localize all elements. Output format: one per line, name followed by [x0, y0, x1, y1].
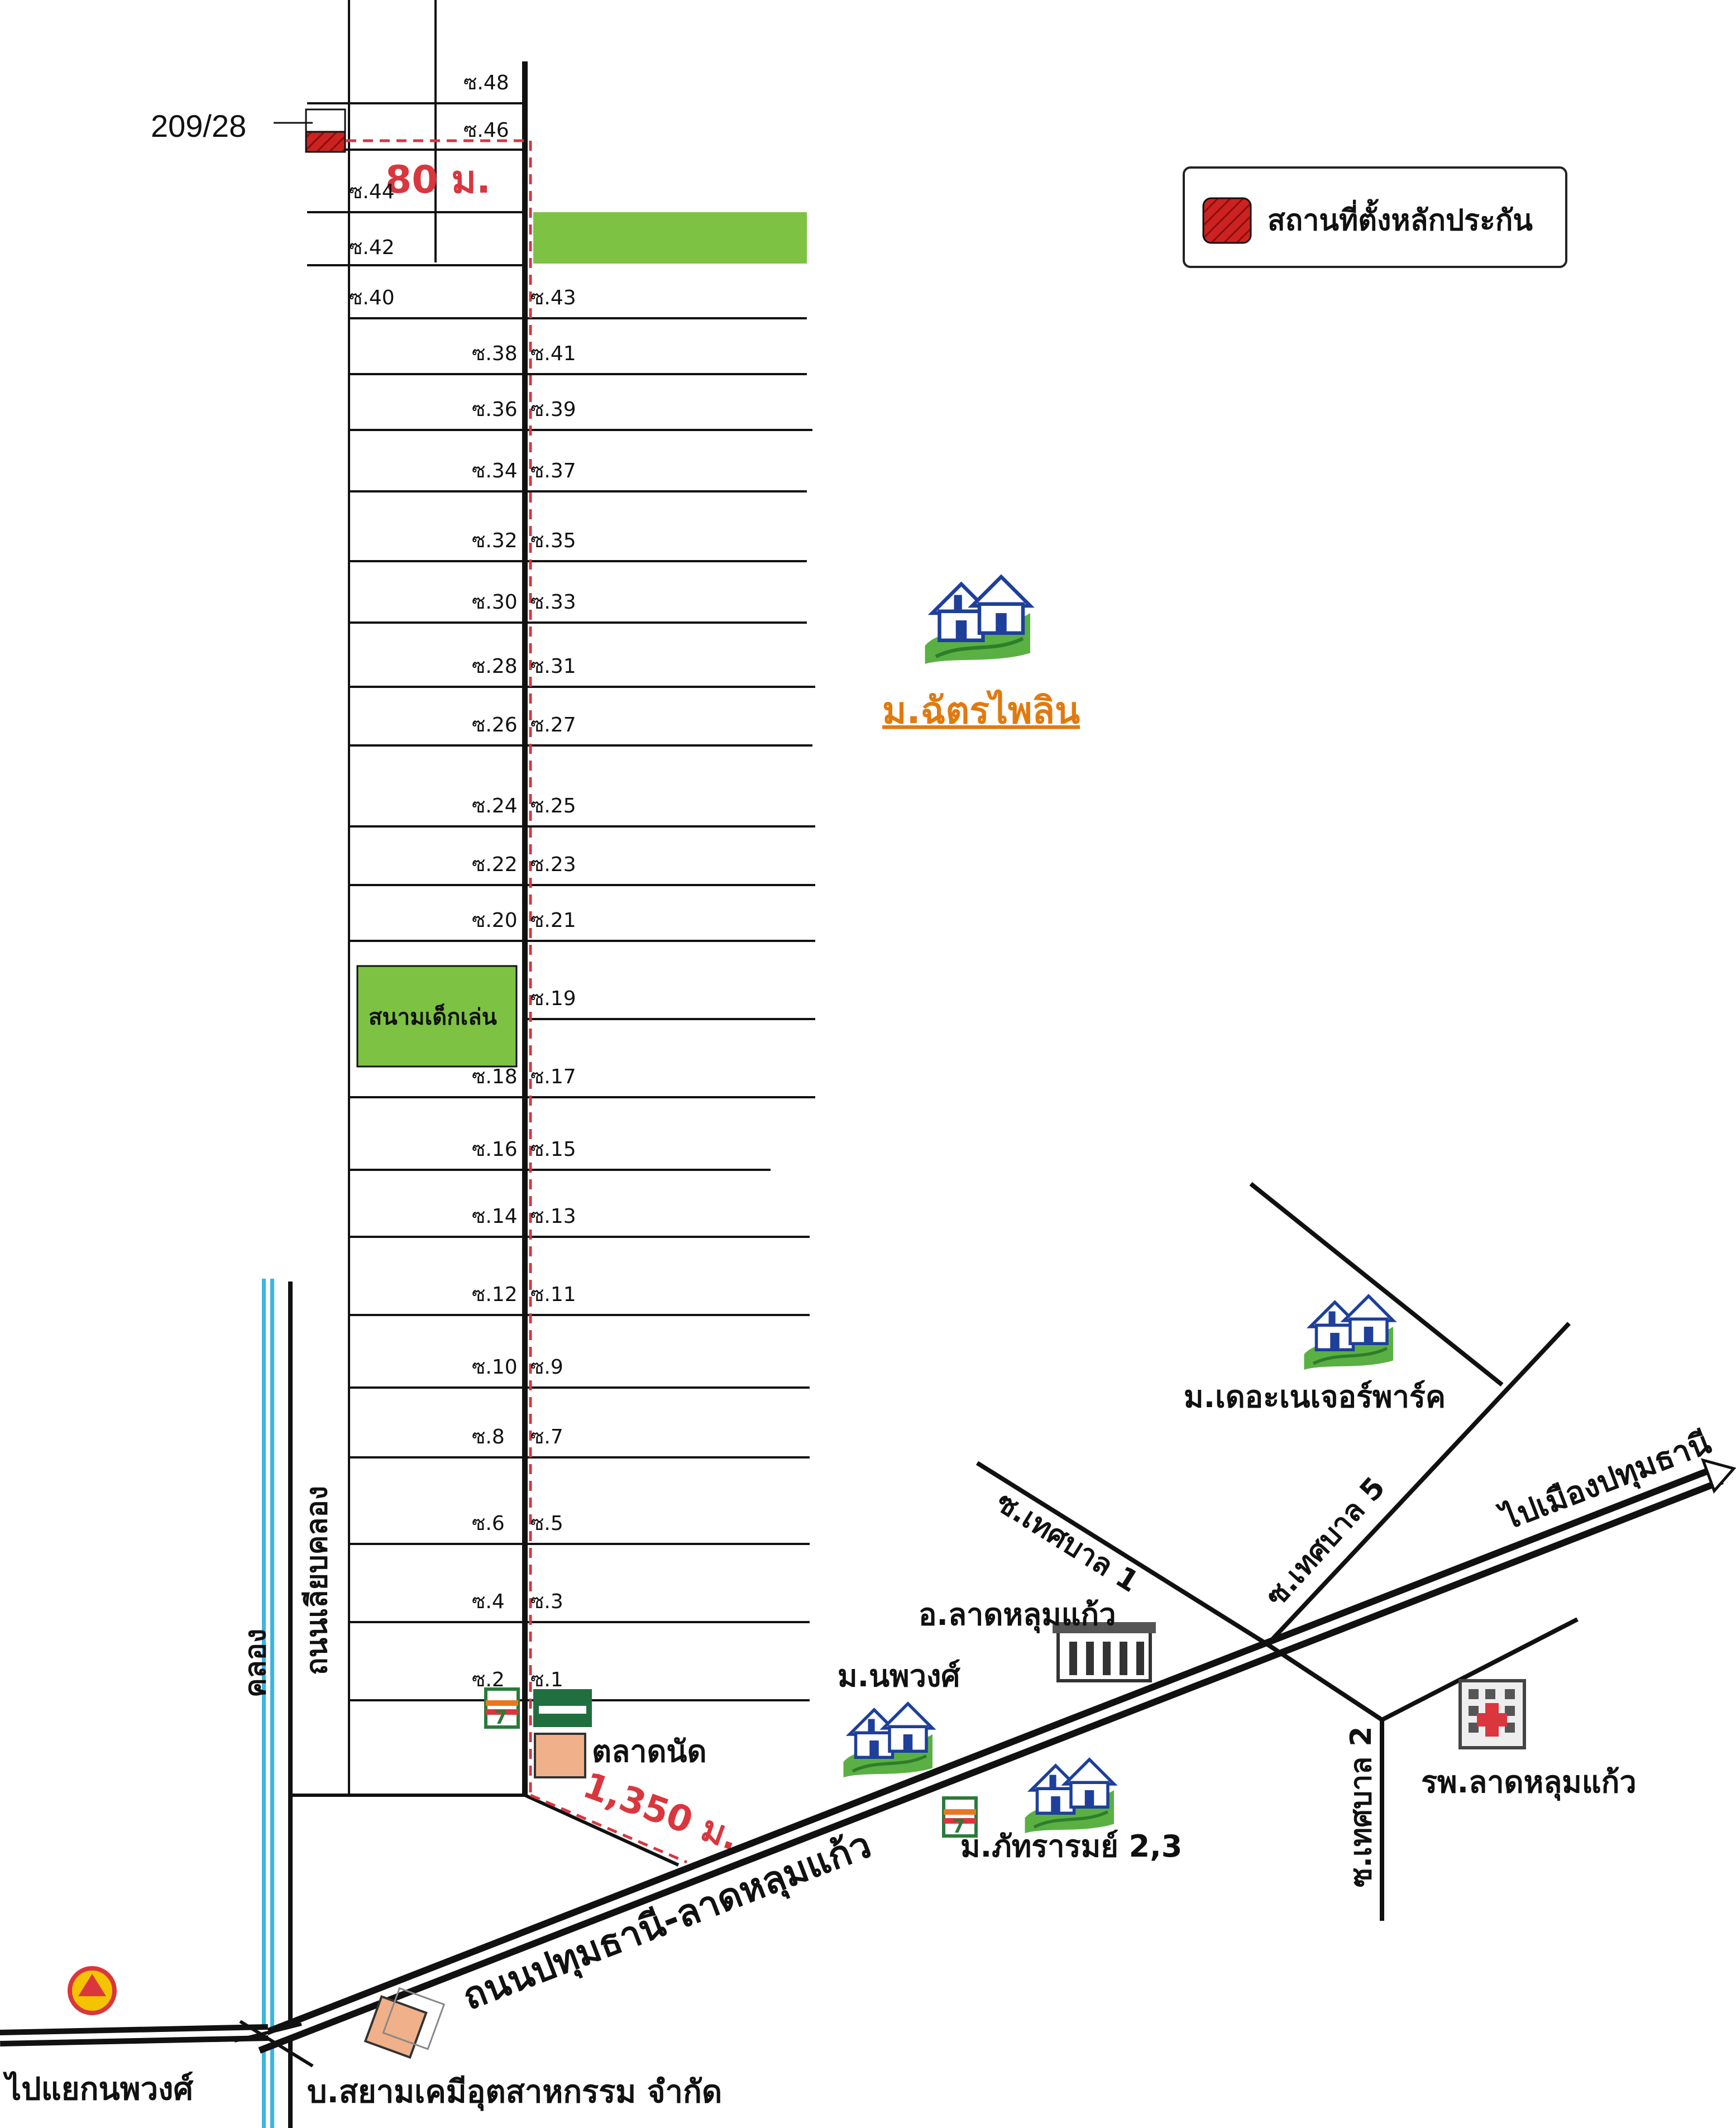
collateral-plot	[305, 131, 346, 153]
house-icon	[925, 577, 1031, 664]
soi-label-right: ซ.41	[530, 342, 576, 365]
svg-text:7: 7	[494, 1706, 508, 1729]
company-label: บ.สยามเคมีอุตสาหกรรม จำกัด	[307, 2074, 722, 2111]
top-plot-lines	[274, 102, 525, 266]
soi-label-left: ซ.10	[472, 1356, 518, 1379]
to-noppawong-label: ไปแยกนพวงศ์	[3, 2070, 194, 2107]
playground: สนามเด็กเล่น	[356, 965, 518, 1068]
soi-label-left: ซ.14	[472, 1205, 518, 1228]
soi-label-right: ซ.13	[530, 1205, 576, 1228]
soi-label-right: ซ.25	[530, 795, 576, 817]
soi-left-labels: ซ.48 ซ.46 ซ.44 ซ.42 ซ.40 ซ.38 ซ.36 ซ.34 ซ.32 ซ.30…	[349, 71, 518, 1691]
main-road-label: ถนนปทุมธานี-ลาดหลุมแก้ว	[457, 1823, 877, 2020]
government-building-icon	[1053, 1622, 1156, 1682]
house-icon	[844, 1704, 933, 1777]
market-icon	[534, 1733, 586, 1778]
soi-label-left: ซ.8	[472, 1426, 505, 1448]
thetsaban5-label: ซ.เทศบาล 5	[1259, 1471, 1392, 1613]
soi-label-left: ซ.6	[472, 1512, 505, 1535]
bottom-roads	[0, 1182, 1736, 2068]
soi-label-left: ซ.44	[349, 180, 395, 203]
soi-label-left: ซ.34	[472, 460, 518, 482]
soi-label-right: ซ.23	[530, 853, 576, 876]
noppawong-label: ม.นพวงศ์	[838, 1658, 960, 1694]
soi-label-right: ซ.5	[530, 1512, 563, 1535]
soi-label-right: ซ.27	[530, 714, 576, 737]
soi-label-right: ซ.39	[530, 398, 576, 421]
soi-label-left: ซ.38	[472, 342, 518, 365]
soi-label-right: ซ.43	[530, 286, 576, 309]
soi-label-left: ซ.42	[349, 236, 395, 259]
legend: สถานที่ตั้งหลักประกัน	[1183, 166, 1567, 268]
soi-label-right: ซ.19	[530, 987, 576, 1010]
nature-park-label: ม.เดอะเนเจอร์พาร์ค	[1184, 1379, 1446, 1414]
plot-outline	[305, 108, 346, 133]
soi-label-left: ซ.24	[472, 795, 518, 817]
seven-eleven-icon: 7	[484, 1687, 520, 1729]
soi-label-left: ซ.32	[472, 529, 518, 552]
market-label: ตลาดนัด	[592, 1734, 707, 1769]
tesco-lotus-icon	[533, 1689, 592, 1727]
soi-label-left: ซ.22	[472, 853, 518, 876]
soi-label-right: ซ.21	[530, 909, 576, 932]
soi-label-left: ซ.18	[472, 1065, 518, 1088]
thetsaban1-label: ซ.เทศบาล 1	[990, 1485, 1144, 1599]
shell-icon	[68, 1966, 117, 2015]
soi-label-left: ซ.4	[472, 1590, 505, 1613]
soi-label-right: ซ.3	[530, 1590, 563, 1613]
hospital-label: รพ.ลาดหลุมแก้ว	[1421, 1764, 1637, 1801]
soi-right-labels: ซ.43 ซ.41 ซ.39 ซ.37 ซ.35 ซ.33 ซ.31 ซ.27 ซ.25 ซ.23…	[530, 286, 576, 1691]
village-chatpailin: ม.ฉัตรไพลิน	[882, 577, 1080, 732]
klong-road-label: ถนนเลียบคลอง	[300, 1486, 334, 1675]
soi-label-right: ซ.7	[530, 1426, 563, 1448]
company-icon	[364, 1987, 446, 2059]
seven-eleven-icon: 7	[942, 1796, 978, 1838]
soi-label-left: ซ.48	[463, 71, 509, 94]
right-soi-lines	[525, 317, 815, 1701]
plot-id-label: 209/28	[151, 108, 246, 144]
soi-label-left: ซ.28	[472, 655, 518, 678]
soi-label-left: ซ.12	[472, 1283, 518, 1306]
soi-label-left: ซ.46	[463, 119, 509, 142]
district-label: อ.ลาดหลุมแก้ว	[919, 1597, 1116, 1634]
green-area	[533, 212, 807, 264]
soi-label-left: ซ.26	[472, 714, 518, 737]
legend-swatch	[1202, 197, 1252, 244]
soi-label-left: ซ.16	[472, 1138, 518, 1161]
distance-far-label: 1,350 ม.	[578, 1764, 745, 1859]
playground-label: สนามเด็กเล่น	[369, 1003, 497, 1030]
soi-label-right: ซ.11	[530, 1283, 576, 1306]
soi-label-right: ซ.31	[530, 655, 576, 678]
soi-label-right: ซ.35	[530, 529, 576, 552]
left-soi-lines	[349, 317, 525, 1701]
soi-label-right: ซ.15	[530, 1138, 576, 1161]
canal-label: คลอง	[239, 1629, 272, 1697]
house-icon	[1304, 1296, 1394, 1370]
house-icon	[1025, 1759, 1115, 1833]
distance-near-label: 80 ม.	[385, 158, 491, 202]
soi-label-left: ซ.40	[349, 286, 395, 309]
soi-label-right: ซ.37	[530, 460, 576, 482]
soi-label-left: ซ.20	[472, 909, 518, 932]
legend-label: สถานที่ตั้งหลักประกัน	[1268, 199, 1533, 237]
soi-label-left: ซ.30	[472, 591, 518, 614]
route-path	[313, 139, 687, 1864]
soi-label-right: ซ.1	[530, 1668, 563, 1691]
thetsaban2-label: ซ.เทศบาล 2	[1345, 1727, 1378, 1887]
svg-text:7: 7	[952, 1815, 965, 1838]
phattharam-label: ม.ภัทรารมย์ 2,3	[960, 1829, 1182, 1864]
road-network	[288, 0, 680, 2128]
soi-label-right: ซ.33	[530, 591, 576, 614]
soi-label-left: ซ.36	[472, 398, 518, 421]
hospital-icon	[1458, 1679, 1526, 1749]
soi-label-right: ซ.9	[530, 1356, 563, 1379]
village-chatpailin-label: ม.ฉัตรไพลิน	[882, 689, 1080, 732]
soi-label-right: ซ.17	[530, 1065, 576, 1088]
